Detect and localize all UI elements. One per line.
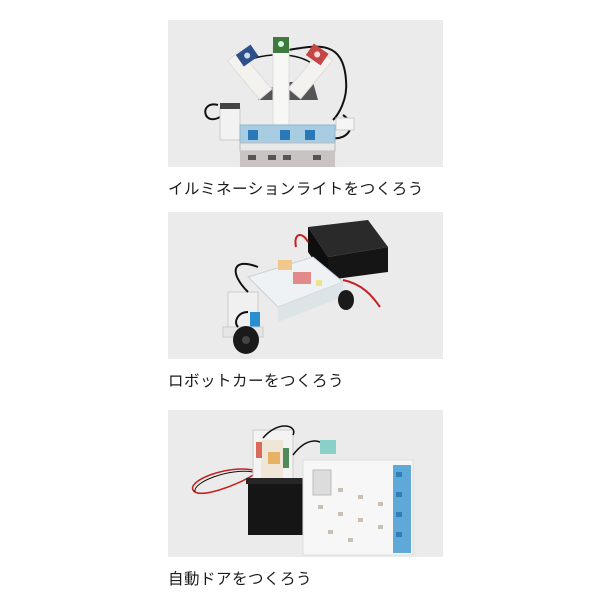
project-caption-automatic-door: 自動ドアをつくろう <box>168 570 313 588</box>
automatic-door-illustration <box>192 425 414 556</box>
robot-car-illustration <box>222 220 388 354</box>
project-image-illumination-light <box>168 20 443 167</box>
teal-sensor <box>320 440 336 454</box>
project-image-robot-car <box>168 212 443 359</box>
pink-sensor <box>293 272 311 284</box>
project-image-automatic-door <box>168 410 443 557</box>
project-caption-illumination-light: イルミネーションライトをつくろう <box>168 180 424 198</box>
project-caption-robot-car: ロボットカーをつくろう <box>168 372 345 390</box>
illumination-light-illustration <box>204 37 355 167</box>
